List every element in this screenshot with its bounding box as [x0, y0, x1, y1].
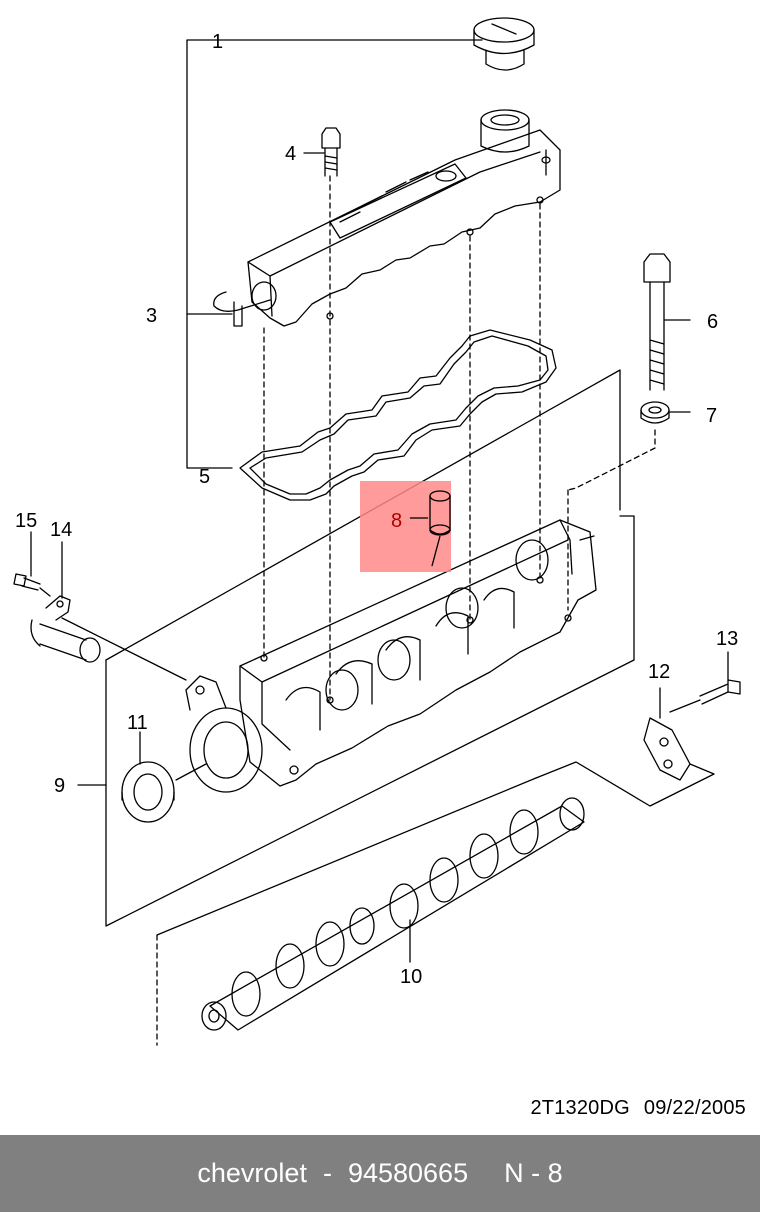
bolt-15	[13, 531, 51, 597]
callout-3: 3	[146, 305, 157, 327]
gasket-inner	[249, 335, 549, 495]
callout-10: 10	[400, 966, 422, 988]
bolt-13	[669, 651, 741, 713]
footer-brand: chevrolet	[197, 1158, 307, 1188]
callout-15: 15	[15, 510, 37, 532]
bracket-9	[105, 515, 635, 927]
footer-part-number: 94580665	[347, 1158, 469, 1188]
callout-11: 11	[127, 712, 148, 734]
callout-4: 4	[285, 143, 296, 165]
gasket	[239, 329, 557, 501]
oil-filler-cap	[473, 17, 535, 153]
callout-1: 1	[212, 31, 223, 53]
callout-14: 14	[50, 519, 72, 541]
callout-8: 8	[391, 510, 402, 532]
callout-13: 13	[716, 628, 738, 650]
highlight-part-8	[360, 481, 451, 572]
callout-5: 5	[199, 466, 210, 488]
doc-code: 2T1320DG	[530, 1097, 630, 1119]
callout-7: 7	[706, 405, 717, 427]
bolt-4	[321, 127, 341, 177]
washer-7	[567, 401, 691, 491]
document-reference: 2T1320DG 09/22/2005	[530, 1097, 746, 1120]
bracket-1	[186, 39, 483, 469]
footer-separator: -	[322, 1158, 332, 1188]
oil-seal	[121, 731, 207, 823]
footer-ref: N - 8	[504, 1158, 563, 1188]
exploded-parts-diagram: 1 3 4 5 6 7 8 9 10 11 12 13 14 15	[13, 17, 741, 1046]
bolt-6	[643, 253, 691, 391]
camshaft-housing	[185, 519, 597, 793]
footer-bar: chevrolet - 94580665 N - 8	[0, 1135, 760, 1212]
camshaft	[156, 777, 585, 1046]
alignment-lines	[156, 175, 569, 1046]
bracket-9-top	[105, 369, 621, 661]
callout-9: 9	[54, 775, 65, 797]
camshaft-sensor	[30, 541, 187, 681]
callout-12: 12	[648, 661, 670, 683]
doc-date: 09/22/2005	[643, 1097, 746, 1119]
bracket-12	[535, 689, 715, 807]
valve-cover	[213, 129, 561, 327]
callout-6: 6	[707, 311, 718, 333]
